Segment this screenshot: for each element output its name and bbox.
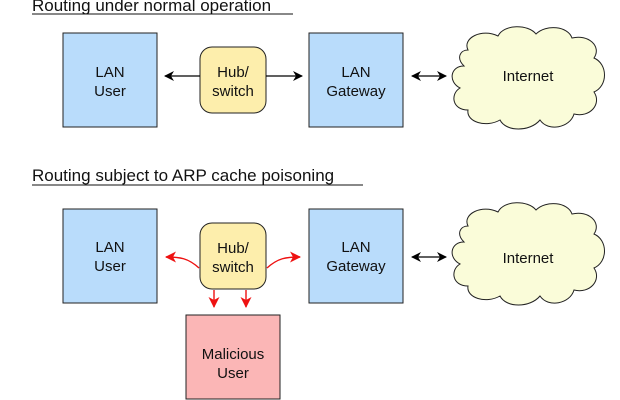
internet-cloud [451, 26, 605, 130]
lan-gateway-box [308, 208, 404, 304]
section-title-normal: Routing under normal operation [32, 0, 271, 15]
gateway-label-2: Gateway [326, 258, 386, 275]
lan-user-label-2: User [94, 83, 126, 100]
hub-label-1: Hub/ [217, 64, 250, 81]
internet-label: Internet [503, 68, 555, 85]
section-title-poisoning: Routing subject to ARP cache poisoning [32, 166, 334, 185]
malicious-user-box [185, 314, 281, 400]
internet-cloud [451, 202, 605, 306]
poison-arrow-to-user [165, 251, 200, 269]
gateway-label-1: LAN [341, 239, 370, 256]
lan-user-label-1: LAN [95, 64, 124, 81]
hub-label-1: Hub/ [217, 240, 250, 257]
lan-user-box [62, 208, 158, 304]
lan-user-label-2: User [94, 258, 126, 275]
malicious-label-2: User [217, 365, 249, 382]
poison-arrow-to-gateway [266, 251, 301, 269]
section-normal: Routing under normal operation LAN User … [32, 0, 605, 130]
hub-switch-box [199, 46, 267, 114]
lan-user-label-1: LAN [95, 239, 124, 256]
lan-user-box [62, 32, 158, 128]
section-poisoning: Routing subject to ARP cache poisoning L… [32, 166, 605, 400]
lan-gateway-box [308, 32, 404, 128]
gateway-label-2: Gateway [326, 83, 386, 100]
hub-switch-box [199, 222, 267, 290]
gateway-label-1: LAN [341, 64, 370, 81]
malicious-label-1: Malicious [202, 346, 265, 363]
internet-label: Internet [503, 250, 555, 267]
hub-label-2: switch [212, 83, 254, 100]
hub-label-2: switch [212, 259, 254, 276]
